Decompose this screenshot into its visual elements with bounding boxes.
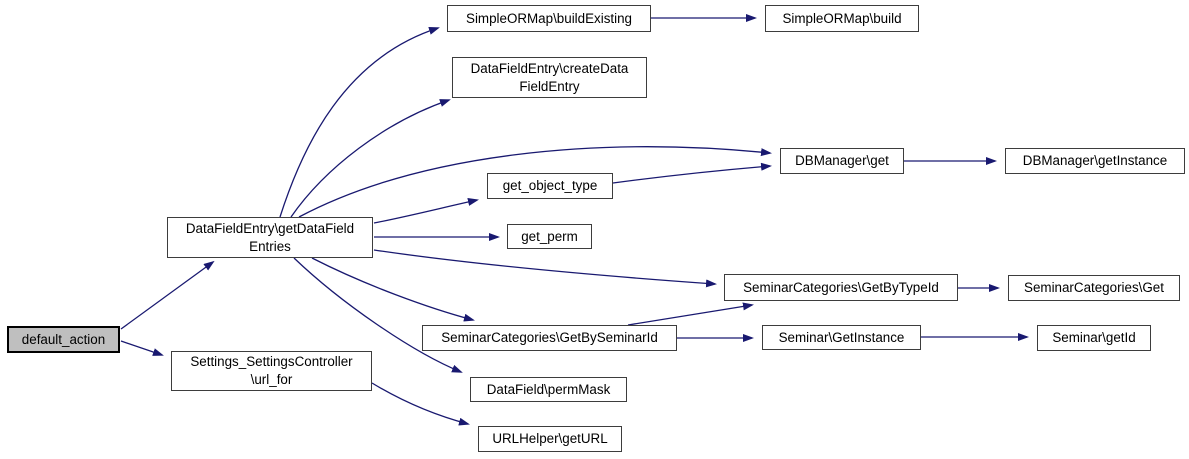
edge-url_for-to-getURL [371, 382, 470, 426]
node-seminar-getinstance[interactable]: Seminar\GetInstance [762, 325, 921, 350]
edge-default_action-to-getDataFieldEntries [120, 260, 215, 330]
node-seminarcategories-getbyseminarid[interactable]: SeminarCategories\GetBySeminarId [422, 325, 677, 351]
edge-getDataFieldEntries-to-permMask [293, 257, 463, 373]
edge-getDataFieldEntries-to-get_object_type [373, 198, 479, 224]
edge-getDataFieldEntries-to-buildExisting [279, 26, 440, 218]
node-getdatafieldentries[interactable]: DataFieldEntry\getDataField Entries [167, 217, 373, 258]
node-settings-settingscontroller-url-for[interactable]: Settings_SettingsController \url_for [171, 351, 372, 391]
node-urlhelper-geturl[interactable]: URLHelper\getURL [478, 426, 622, 452]
node-seminar-getid[interactable]: Seminar\getId [1037, 325, 1151, 351]
node-seminarcategories-get[interactable]: SeminarCategories\Get [1008, 275, 1180, 301]
edge-get_object_type-to-DBManager_get [612, 162, 772, 184]
edge-getDataFieldEntries-to-GetBySeminarId [311, 257, 475, 322]
edge-getDataFieldEntries-to-GetByTypeId [373, 249, 717, 288]
node-dbmanager-getinstance[interactable]: DBManager\getInstance [1005, 148, 1185, 174]
node-dbmanager-get[interactable]: DBManager\get [780, 148, 904, 174]
node-simpleormap-build[interactable]: SimpleORMap\build [765, 5, 919, 32]
edge-default_action-to-url_for [120, 340, 164, 356]
edge-getDataFieldEntries-to-createDataFieldEntry [290, 99, 451, 218]
edge-getDataFieldEntries-to-DBManager_get [298, 146, 772, 218]
node-datafield-permmask[interactable]: DataField\permMask [470, 377, 627, 402]
node-seminarcategories-getbytypeid[interactable]: SeminarCategories\GetByTypeId [724, 274, 958, 301]
node-simpleormap-buildexisting[interactable]: SimpleORMap\buildExisting [447, 5, 651, 32]
edge-GetBySeminarId-to-GetByTypeId [627, 302, 754, 326]
node-default-action: default_action [7, 326, 120, 353]
node-createdatafieldentry[interactable]: DataFieldEntry\createData FieldEntry [452, 57, 647, 98]
node-get-object-type[interactable]: get_object_type [487, 173, 613, 199]
node-get-perm[interactable]: get_perm [507, 224, 592, 249]
